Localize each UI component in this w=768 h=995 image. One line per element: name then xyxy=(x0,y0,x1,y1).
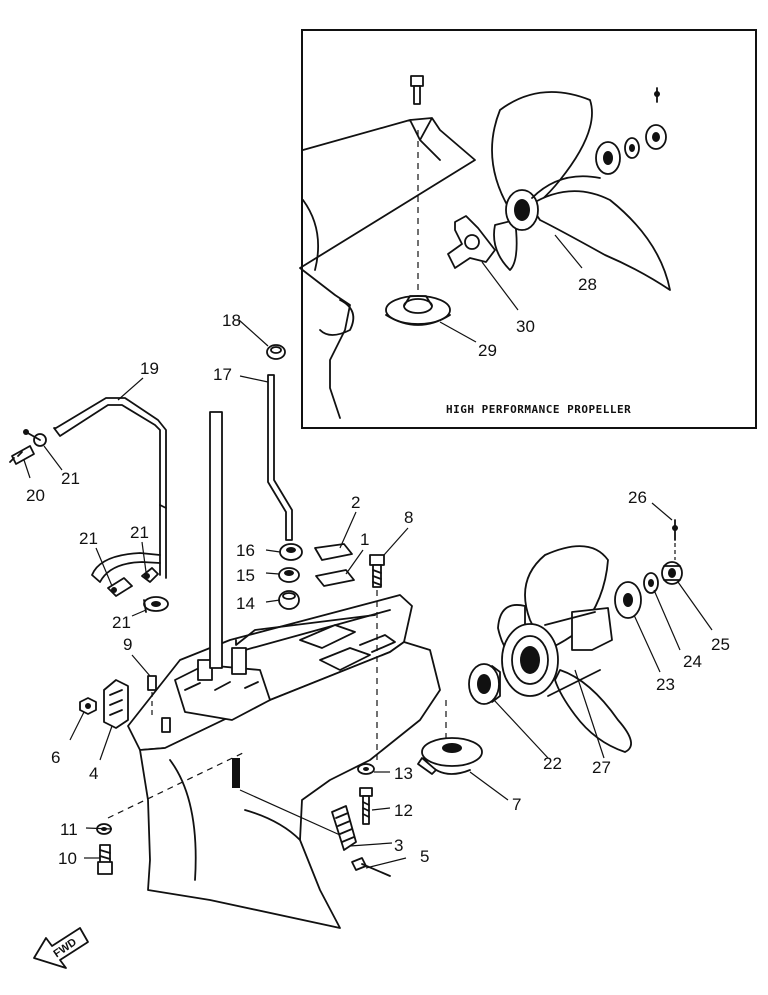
grommet-15 xyxy=(278,567,300,583)
callout-14: 14 xyxy=(236,594,255,613)
bolt-10 xyxy=(97,844,113,875)
washer-23 xyxy=(614,581,642,619)
inset-washer xyxy=(595,141,621,175)
thrust-washer-22 xyxy=(468,663,501,705)
callout-21-left: 21 xyxy=(79,529,98,548)
callout-5: 5 xyxy=(420,847,429,866)
inset-cotter-pin xyxy=(654,87,660,103)
housing-slot xyxy=(232,758,240,788)
callout-28: 28 xyxy=(578,275,597,294)
callout-11: 11 xyxy=(60,820,78,839)
callout-9: 9 xyxy=(123,635,132,654)
inset-panel: HIGH PERFORMANCE PROPELLER xyxy=(299,29,757,429)
callout-19: 19 xyxy=(140,359,159,378)
bolt-8 xyxy=(369,554,385,588)
water-tube-17 xyxy=(267,374,293,541)
nut-6 xyxy=(79,697,97,715)
housing-body xyxy=(139,641,441,929)
inset-spacer xyxy=(624,137,640,159)
bolt-9-fitted xyxy=(161,717,171,733)
inset-nut xyxy=(645,124,667,150)
callout-22: 22 xyxy=(543,754,562,773)
bolt-12 xyxy=(359,787,373,825)
trim-tab-7 xyxy=(417,737,483,775)
callout-2: 2 xyxy=(351,493,360,512)
inset-top-bolt xyxy=(410,75,424,105)
seal-14 xyxy=(278,590,300,610)
anode-3 xyxy=(331,805,357,851)
callout-17: 17 xyxy=(213,365,232,384)
callout-23: 23 xyxy=(656,675,675,694)
leader-lines xyxy=(23,319,713,869)
bolt-5 xyxy=(351,857,391,877)
callout-27: 27 xyxy=(592,758,611,777)
washer-13 xyxy=(357,763,375,775)
hose-clamp-21-top xyxy=(23,429,47,447)
inset-spacer-30 xyxy=(447,215,496,269)
callout-10: 10 xyxy=(58,849,77,868)
callout-labels: 1 2 3 4 5 6 7 8 9 10 11 12 13 14 15 16 1… xyxy=(26,275,730,868)
inset-propeller-28 xyxy=(491,91,671,291)
callout-30: 30 xyxy=(516,317,535,336)
callout-1: 1 xyxy=(360,530,369,549)
spacer-24 xyxy=(643,572,659,594)
grommet-16 xyxy=(279,543,303,561)
callout-25: 25 xyxy=(711,635,730,654)
callout-26: 26 xyxy=(628,488,647,507)
callout-15: 15 xyxy=(236,566,255,585)
callout-29: 29 xyxy=(478,341,497,360)
plate-1 xyxy=(315,569,355,587)
callout-4: 4 xyxy=(89,764,98,783)
bolt-9 xyxy=(147,675,157,691)
hose-clamp-20 xyxy=(9,445,35,465)
callout-16: 16 xyxy=(236,541,255,560)
driveshaft xyxy=(209,411,223,669)
gearcase-block xyxy=(174,647,271,721)
callout-20: 20 xyxy=(26,486,45,505)
inset-housing-outline xyxy=(299,117,476,419)
callout-21-bottom: 21 xyxy=(112,613,131,632)
callout-6: 6 xyxy=(51,748,60,767)
hose-clamp-21-bottom xyxy=(143,596,169,613)
propeller-27 xyxy=(497,545,632,753)
callout-13: 13 xyxy=(394,764,413,783)
hose-clamp-21-right xyxy=(141,567,159,583)
lower-unit-housing xyxy=(127,411,441,929)
fwd-arrow: FWD xyxy=(33,927,89,969)
plate-2 xyxy=(314,543,353,561)
callout-7: 7 xyxy=(512,795,521,814)
hose-19 xyxy=(53,397,167,583)
inset-caption: HIGH PERFORMANCE PROPELLER xyxy=(446,403,631,416)
callout-21-right: 21 xyxy=(130,523,149,542)
callout-8: 8 xyxy=(404,508,413,527)
grommet-18 xyxy=(266,344,286,360)
callout-3: 3 xyxy=(394,836,403,855)
callout-21-top: 21 xyxy=(61,469,80,488)
shift-rod xyxy=(235,614,376,646)
hose-clamp-21-left xyxy=(107,577,133,597)
anode-4 xyxy=(103,679,129,729)
nut-25 xyxy=(661,561,683,585)
cotter-pin-26 xyxy=(672,519,678,560)
callout-24: 24 xyxy=(683,652,702,671)
inset-trim-tab-29 xyxy=(385,295,451,326)
inset-housing-fin xyxy=(319,299,355,336)
callout-18: 18 xyxy=(222,311,241,330)
callout-12: 12 xyxy=(394,801,413,820)
